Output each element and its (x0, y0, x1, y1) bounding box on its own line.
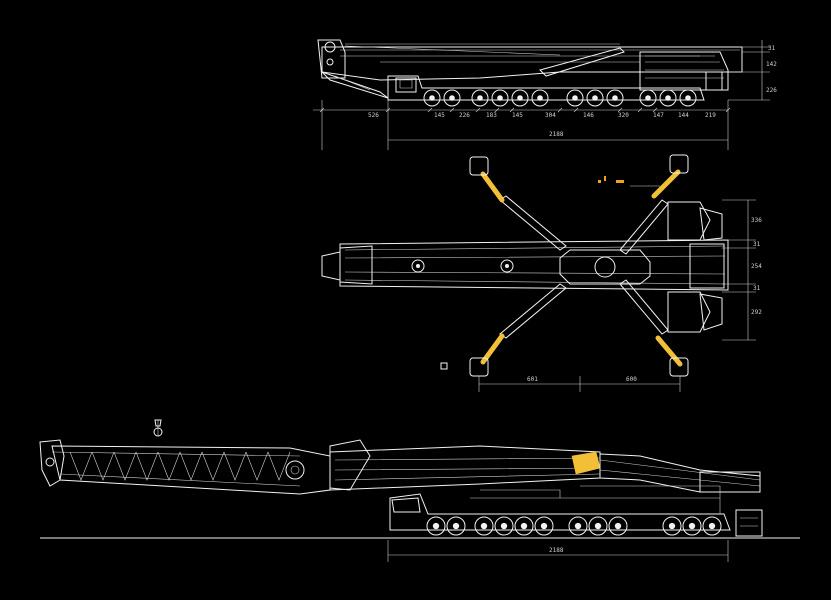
side-dim-right-142: 142 (766, 61, 777, 68)
working-view (39, 419, 800, 539)
wheel-hub (497, 95, 503, 101)
wheel-hub (665, 95, 671, 101)
wheel (491, 89, 509, 107)
wheel (568, 516, 588, 536)
top-dim-right-31a: 31 (753, 241, 761, 248)
side-dim-183: 183 (486, 112, 497, 119)
working-view-wheels (426, 516, 722, 536)
wheel-hub (449, 95, 455, 101)
side-dim-304: 304 (545, 112, 556, 119)
wheel-hub (668, 522, 676, 530)
wheel-hub (572, 95, 578, 101)
dimension-tick (557, 107, 563, 113)
dimension-tick (617, 107, 623, 113)
wheel-hub (477, 95, 483, 101)
top-dim-right-31b: 31 (753, 285, 761, 292)
top-dim-600: 600 (626, 376, 637, 383)
dimension-tick (652, 107, 658, 113)
working-dim-overall: 2188 (549, 547, 564, 554)
top-dim-601: 601 (527, 376, 538, 383)
wheel (679, 89, 697, 107)
wheel (474, 516, 494, 536)
wheel (639, 89, 657, 107)
wheel (471, 89, 489, 107)
dimension-tick (494, 107, 500, 113)
wheel (566, 89, 584, 107)
wheel-hub (480, 522, 488, 530)
dimension-tick (449, 107, 455, 113)
wheel-hub (500, 522, 508, 530)
wheel-hub (540, 522, 548, 530)
side-view (317, 39, 743, 101)
wheel (606, 89, 624, 107)
side-dim-526: 526 (368, 112, 379, 119)
wheel-hub (429, 95, 435, 101)
wheel (494, 516, 514, 536)
wheel-hub (574, 522, 582, 530)
dimension-tick (573, 107, 579, 113)
dimension-tick (509, 107, 515, 113)
wheel (662, 516, 682, 536)
side-dim-145a: 145 (434, 112, 445, 119)
wheel-hub (537, 95, 543, 101)
side-dim-145b: 145 (512, 112, 523, 119)
side-dim-144: 144 (678, 112, 689, 119)
top-dim-right-336: 336 (751, 217, 762, 224)
side-view-wheels (423, 89, 697, 107)
wheel (514, 516, 534, 536)
side-dim-147: 147 (653, 112, 664, 119)
wheel-hub (614, 522, 622, 530)
wheel (531, 89, 549, 107)
wheel-hub (612, 95, 618, 101)
dimension-tick (319, 107, 325, 113)
dimension-tick (725, 107, 731, 113)
wheel-hub (594, 522, 602, 530)
dimension-tick (427, 107, 433, 113)
top-view-dimensions: 336 31 254 31 292 601 600 (478, 199, 762, 392)
wheel-hub (708, 522, 716, 530)
side-dim-320: 320 (618, 112, 629, 119)
wheel (426, 516, 446, 536)
wheel (511, 89, 529, 107)
top-view (321, 154, 729, 377)
side-view-dimensions: 526 145 226 183 145 304 146 320 147 144 … (313, 40, 777, 150)
top-dim-right-254: 254 (751, 263, 762, 270)
wheel (534, 516, 554, 536)
wheel (446, 516, 466, 536)
wheel-hub (645, 95, 651, 101)
outrigger-pad (669, 154, 689, 174)
wheel-hub (517, 95, 523, 101)
outrigger-rear-top (651, 169, 681, 199)
working-view-dimensions: 2188 (387, 540, 729, 562)
wheel-hub (520, 522, 528, 530)
wheel (588, 516, 608, 536)
side-dim-right-31: 31 (768, 45, 776, 52)
dimension-tick (385, 107, 391, 113)
wheel (659, 89, 677, 107)
dimension-tick (637, 107, 643, 113)
side-dim-right-226: 226 (766, 87, 777, 94)
wheel-hub (592, 95, 598, 101)
side-dim-146: 146 (583, 112, 594, 119)
wheel (702, 516, 722, 536)
wheel-hub (688, 522, 696, 530)
wheel-hub (452, 522, 460, 530)
wheel (586, 89, 604, 107)
side-dim-219: 219 (705, 112, 716, 119)
outrigger-front-top (480, 171, 505, 203)
side-dim-overall: 2188 (549, 131, 564, 138)
outrigger-rear-bottom (655, 335, 683, 367)
outrigger-pad (469, 156, 489, 176)
top-dim-right-292: 292 (751, 309, 762, 316)
wheel-hub (685, 95, 691, 101)
wheel-hub (432, 522, 440, 530)
side-dim-226: 226 (459, 112, 470, 119)
wheel (682, 516, 702, 536)
wheel (608, 516, 628, 536)
wheel (423, 89, 441, 107)
wheel (443, 89, 461, 107)
outrigger-pad (669, 357, 689, 377)
dimension-tick (475, 107, 481, 113)
